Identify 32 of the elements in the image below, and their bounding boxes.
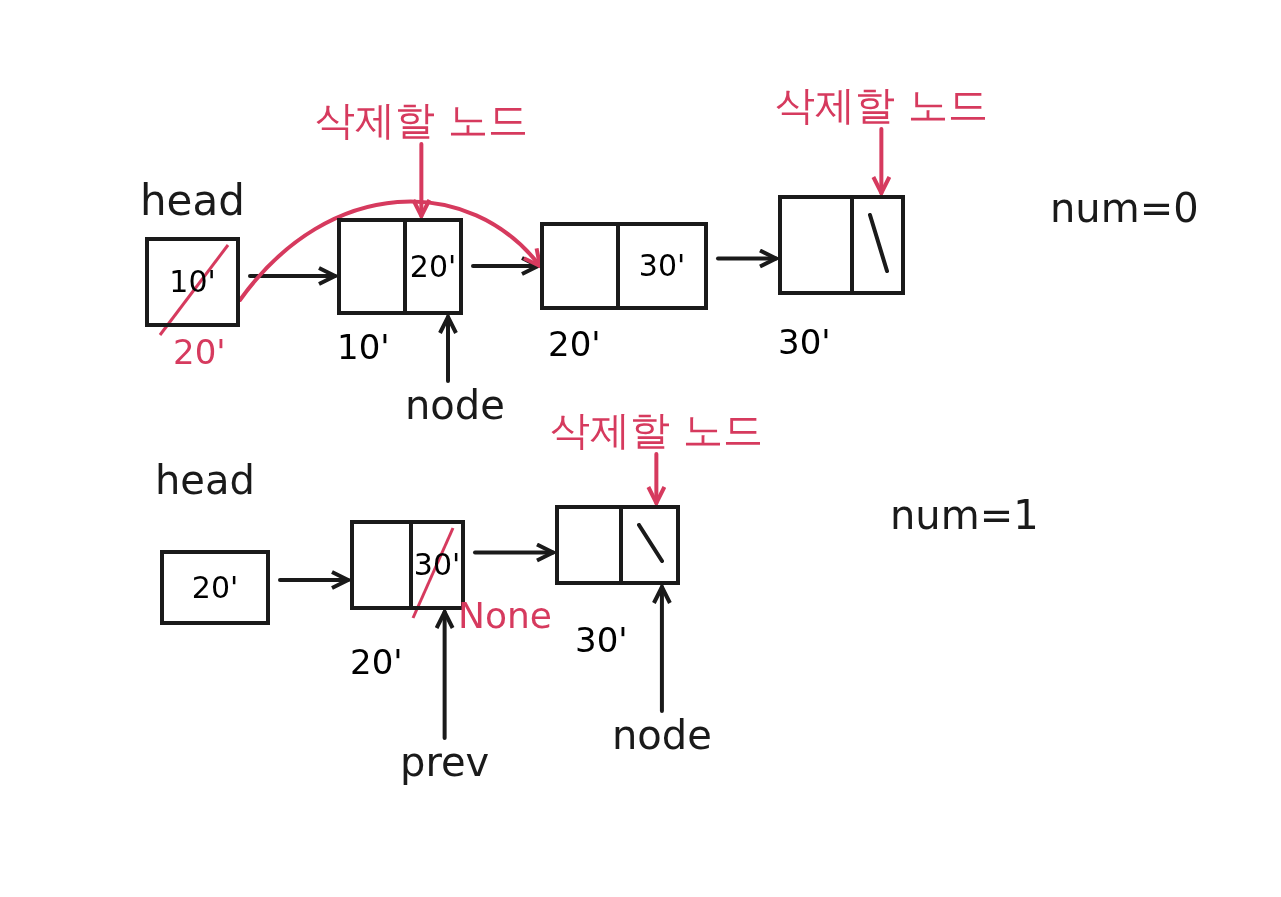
arrow <box>473 542 555 563</box>
note-text: 삭제할 노드 <box>315 100 528 140</box>
note-text: 삭제할 노드 <box>550 410 763 450</box>
arrow <box>871 127 892 195</box>
variable-label: head <box>140 180 245 222</box>
variable-label: head <box>155 460 255 500</box>
arrow <box>411 142 432 218</box>
address-label: 30' <box>778 325 831 359</box>
arrow <box>238 200 542 302</box>
pointer-value: 20' <box>191 572 239 603</box>
address-label: 20' <box>173 335 226 369</box>
arrow <box>278 570 350 590</box>
arrow <box>651 585 672 713</box>
arrow <box>471 256 540 276</box>
note-text: 삭제할 노드 <box>775 85 988 125</box>
arrow <box>438 315 458 383</box>
arrow <box>716 248 778 269</box>
list-node-box <box>160 550 270 625</box>
pointer-value: 30' <box>638 251 686 281</box>
address-label: 20' <box>548 327 601 361</box>
pointer-label: node <box>612 715 712 755</box>
address-label: 20' <box>350 645 403 679</box>
counter-label: num=0 <box>1050 188 1199 228</box>
none-label: None <box>458 598 552 634</box>
arrow <box>248 266 337 286</box>
address-label: 30' <box>575 623 628 657</box>
counter-label: num=1 <box>890 495 1039 535</box>
address-label: 10' <box>337 330 390 364</box>
arrow <box>646 452 667 505</box>
arrow <box>434 610 455 740</box>
pointer-label: node <box>405 385 505 425</box>
pointer-value: 20' <box>409 251 457 282</box>
